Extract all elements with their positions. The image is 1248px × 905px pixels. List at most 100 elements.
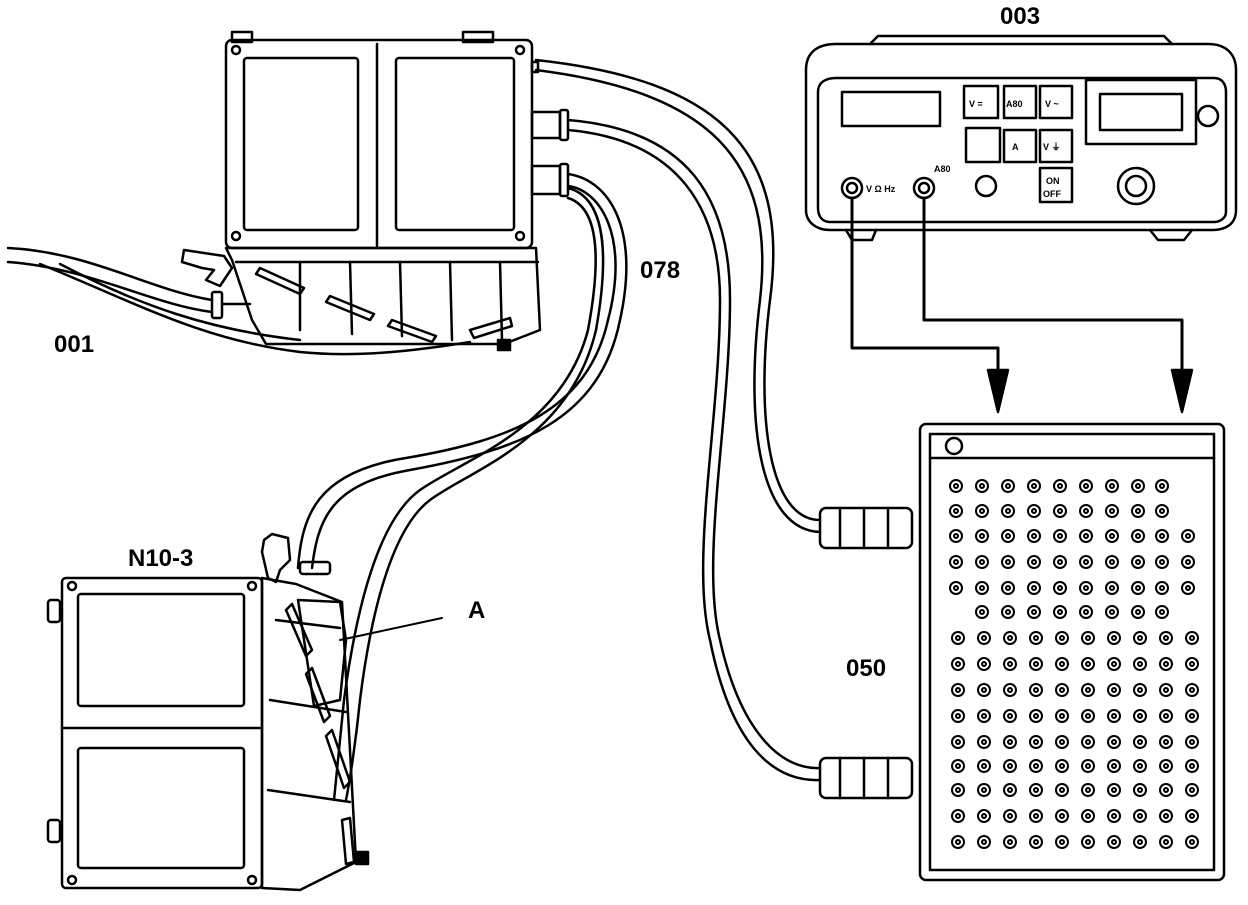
label-001: 001	[54, 331, 94, 358]
socket-10-9	[1185, 735, 1199, 749]
socket-12-2	[1003, 783, 1017, 797]
socket-pin-14-6	[1111, 839, 1117, 845]
socket-5-4	[1079, 605, 1093, 619]
socket-13-9	[1185, 809, 1199, 823]
label-050: 050	[846, 655, 886, 682]
socket-pin-4-2	[1005, 585, 1011, 591]
socket-14-0	[951, 835, 965, 849]
socket-4-5	[1079, 581, 1093, 595]
socket-4-8	[1155, 581, 1169, 595]
socket-pin-0-4	[1057, 483, 1063, 489]
socket-14-1	[977, 835, 991, 849]
socket-pin-14-0	[955, 839, 961, 845]
meter-btn-a80: A80	[1006, 99, 1023, 109]
socket-12-9	[1185, 783, 1199, 797]
socket-pin-2-2	[1005, 533, 1011, 539]
socket-3-9	[1181, 555, 1195, 569]
socket-11-7	[1133, 759, 1147, 773]
socket-pin-6-5	[1085, 635, 1091, 641]
multimeter-003	[804, 34, 1238, 242]
socket-6-1	[977, 631, 991, 645]
socket-pin-8-1	[981, 687, 987, 693]
socket-0-2	[1001, 479, 1015, 493]
socket-12-7	[1133, 783, 1147, 797]
socket-7-2	[1003, 657, 1017, 671]
socket-13-6	[1107, 809, 1121, 823]
socket-pin-2-0	[953, 533, 959, 539]
socket-pin-5-4	[1083, 609, 1089, 615]
socket-pin-14-2	[1007, 839, 1013, 845]
cable-078	[534, 58, 822, 782]
socket-pin-2-8	[1159, 533, 1165, 539]
socket-12-8	[1159, 783, 1173, 797]
socket-6-0	[951, 631, 965, 645]
socket-0-7	[1131, 479, 1145, 493]
socket-5-6	[1131, 605, 1145, 619]
socket-pin-1-0	[953, 508, 959, 514]
socket-4-1	[975, 581, 989, 595]
socket-pin-2-9	[1185, 533, 1191, 539]
socket-pin-10-7	[1137, 739, 1143, 745]
socket-pin-1-3	[1031, 508, 1037, 514]
socket-pin-7-6	[1111, 661, 1117, 667]
meter-btn-a: A	[1012, 142, 1019, 152]
socket-10-3	[1029, 735, 1043, 749]
socket-2-3	[1027, 529, 1041, 543]
meter-btn-v-ground: V ⏚	[1043, 142, 1061, 152]
socket-4-2	[1001, 581, 1015, 595]
socket-8-9	[1185, 683, 1199, 697]
socket-pin-5-6	[1135, 609, 1141, 615]
socket-3-2	[1001, 555, 1015, 569]
socket-pin-4-1	[979, 585, 985, 591]
socket-12-0	[951, 783, 965, 797]
socket-9-3	[1029, 709, 1043, 723]
socket-2-2	[1001, 529, 1015, 543]
socket-10-7	[1133, 735, 1147, 749]
socket-0-1	[975, 479, 989, 493]
socket-8-3	[1029, 683, 1043, 697]
socket-6-9	[1185, 631, 1199, 645]
socket-11-1	[977, 759, 991, 773]
socket-13-0	[951, 809, 965, 823]
socket-pin-11-3	[1033, 763, 1039, 769]
socket-8-8	[1159, 683, 1173, 697]
socket-5-0	[975, 605, 989, 619]
socket-3-4	[1053, 555, 1067, 569]
socket-8-0	[951, 683, 965, 697]
socket-pin-4-3	[1031, 585, 1037, 591]
socket-8-1	[977, 683, 991, 697]
socket-pin-12-5	[1085, 787, 1091, 793]
socket-pin-5-0	[979, 609, 985, 615]
socket-6-6	[1107, 631, 1121, 645]
socket-6-4	[1055, 631, 1069, 645]
socket-10-2	[1003, 735, 1017, 749]
socket-14-3	[1029, 835, 1043, 849]
socket-0-5	[1079, 479, 1093, 493]
socket-3-3	[1027, 555, 1041, 569]
socket-6-3	[1029, 631, 1043, 645]
module-n10-3	[46, 532, 443, 892]
socket-pin-11-2	[1007, 763, 1013, 769]
socket-pin-7-8	[1163, 661, 1169, 667]
socket-3-5	[1079, 555, 1093, 569]
cable-001	[6, 246, 472, 356]
socket-14-9	[1185, 835, 1199, 849]
socket-13-3	[1029, 809, 1043, 823]
socket-pin-5-7	[1159, 609, 1165, 615]
socket-4-3	[1027, 581, 1041, 595]
socket-pin-5-3	[1057, 609, 1063, 615]
meter-jack-a80: A80	[934, 164, 951, 174]
socket-pin-1-7	[1135, 508, 1141, 514]
socket-pin-0-3	[1031, 483, 1037, 489]
socket-pin-2-3	[1031, 533, 1037, 539]
socket-pin-11-4	[1059, 763, 1065, 769]
label-n10-3: N10-3	[128, 545, 193, 572]
socket-pin-2-6	[1109, 533, 1115, 539]
socket-pin-11-0	[955, 763, 961, 769]
socket-pin-13-9	[1189, 813, 1195, 819]
socket-pin-7-5	[1085, 661, 1091, 667]
socket-11-9	[1185, 759, 1199, 773]
socket-11-8	[1159, 759, 1173, 773]
socket-pin-7-1	[981, 661, 987, 667]
socket-7-4	[1055, 657, 1069, 671]
